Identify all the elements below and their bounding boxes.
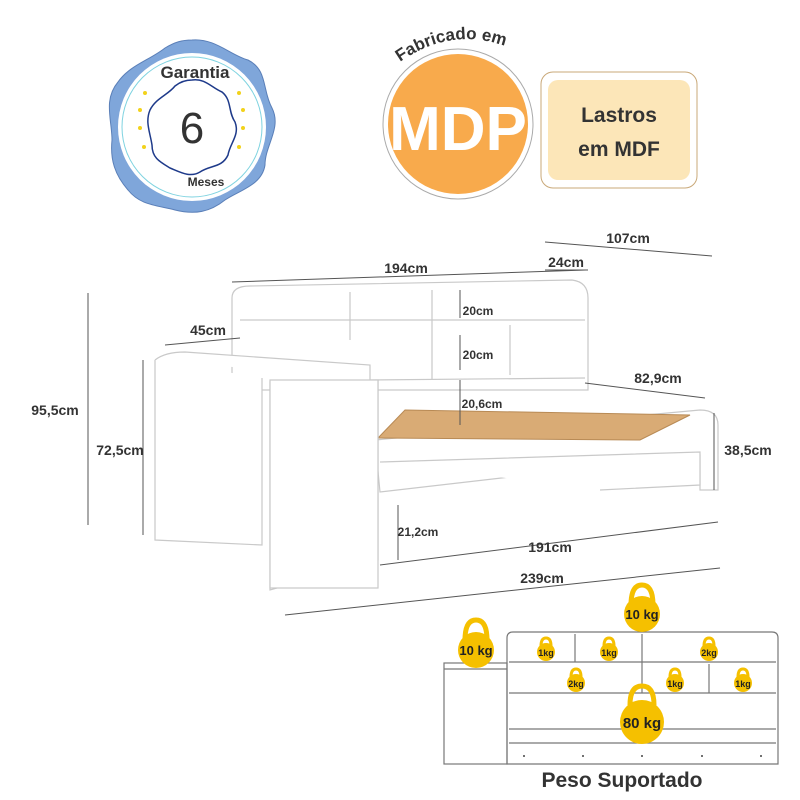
dimension-lines: 107cm 194cm 24cm 45cm 20cm 20cm 20,6cm 8… <box>31 230 772 616</box>
dim-total-height: 95,5cm <box>31 402 78 418</box>
dim-desk-height: 72,5cm <box>96 442 143 458</box>
weight-niche-2: 1kg <box>601 648 617 658</box>
warranty-number: 6 <box>180 104 204 153</box>
weight-diagram: 10 kg 10 kg 80 kg 1kg 1kg 2kg 2kg 1kg 1k… <box>443 582 779 792</box>
dim-total-length: 239cm <box>520 570 564 586</box>
weight-niche-4: 2kg <box>568 679 584 689</box>
kettlebell-niches: 1kg 1kg 2kg 2kg 1kg 1kg <box>537 636 752 692</box>
weight-niche-5: 1kg <box>667 679 683 689</box>
kettlebell-top: 10 kg <box>624 582 660 632</box>
warranty-months: Meses <box>188 175 225 189</box>
dim-bed-length: 191cm <box>528 539 572 555</box>
kettlebell-mattress: 80 kg <box>620 683 664 744</box>
kettlebell-desk: 10 kg <box>458 617 494 668</box>
dim-bed-height: 38,5cm <box>724 442 771 458</box>
dim-desk-depth: 45cm <box>190 322 226 338</box>
weight-mattress: 80 kg <box>623 715 661 732</box>
dim-floor-clearance: 21,2cm <box>398 525 439 539</box>
weight-desk: 10 kg <box>459 643 492 658</box>
dim-niche2: 20cm <box>463 348 494 362</box>
slats-line2: em MDF <box>578 138 660 161</box>
dim-shelf-width: 194cm <box>384 260 428 276</box>
mdp-badge: Fabricado em MDP <box>382 24 534 200</box>
weight-niche-1: 1kg <box>538 648 554 658</box>
dim-niche1: 20cm <box>463 304 494 318</box>
dim-shelf-depth: 24cm <box>548 254 584 270</box>
bed-furniture-drawing <box>154 279 719 591</box>
dim-depth-total: 107cm <box>606 230 650 246</box>
warranty-label: Garantia <box>161 63 231 82</box>
dim-bed-width: 82,9cm <box>634 370 681 386</box>
warranty-seal: Garantia 6 Meses <box>108 39 276 213</box>
weight-niche-3: 2kg <box>701 648 717 658</box>
slats-line1: Lastros <box>581 104 657 127</box>
dim-niche3: 20,6cm <box>462 397 503 411</box>
weight-title: Peso Suportado <box>541 769 702 792</box>
weight-top: 10 kg <box>625 607 658 622</box>
star-icons <box>138 91 245 149</box>
slats-badge: Lastros em MDF <box>540 71 698 189</box>
mdp-label: MDP <box>389 95 527 164</box>
weight-niche-6: 1kg <box>735 679 751 689</box>
